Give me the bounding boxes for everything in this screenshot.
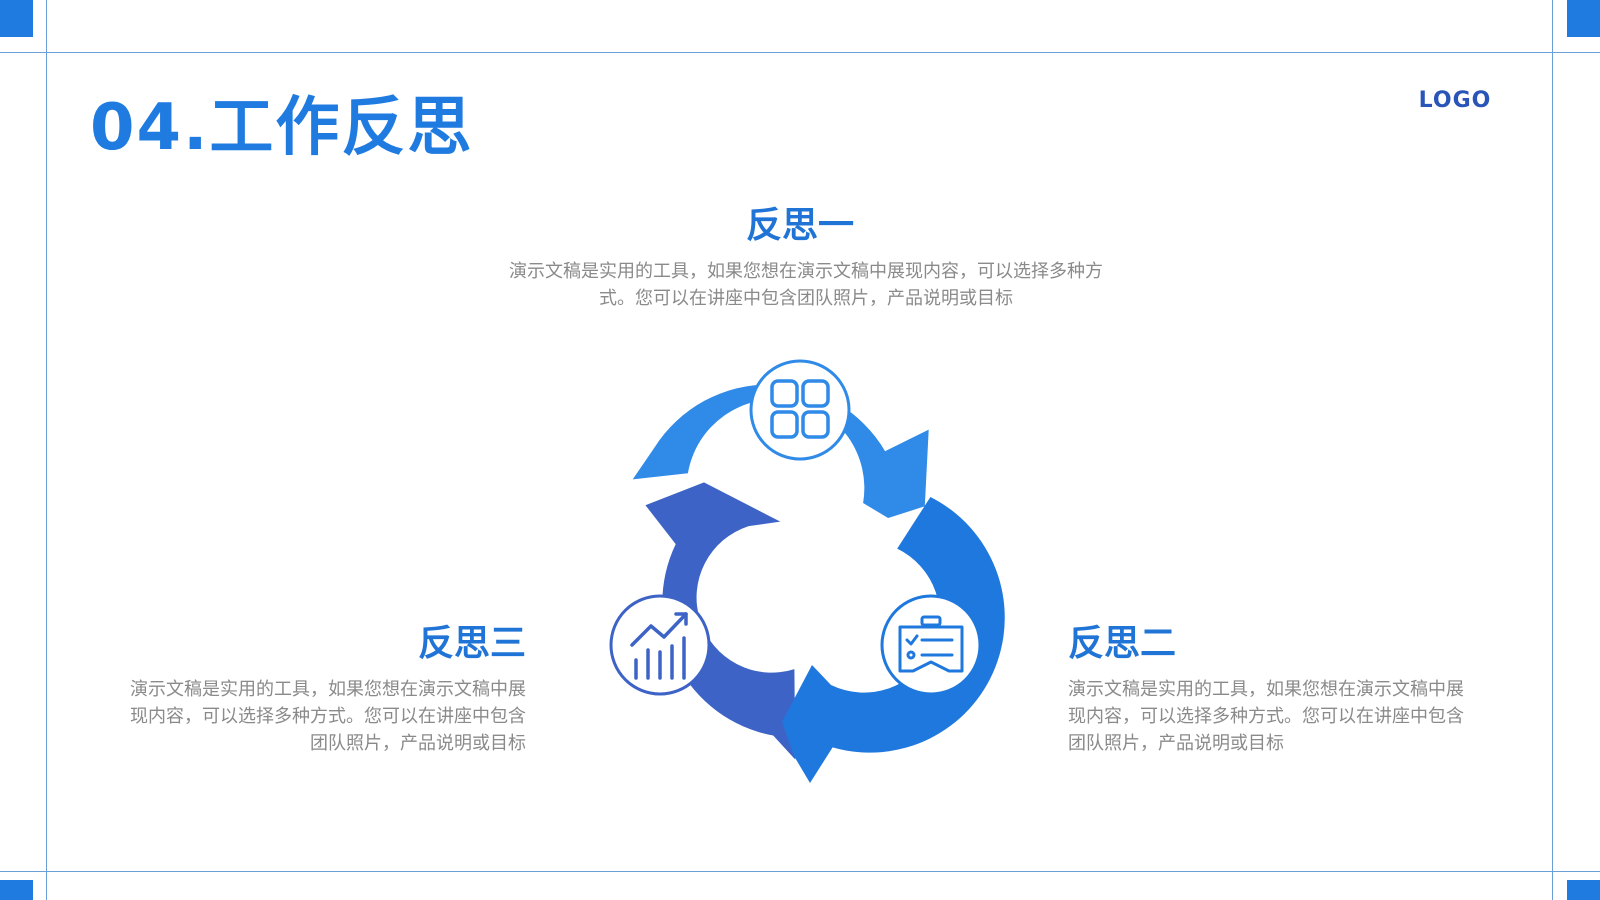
growth-chart-icon [630,612,688,680]
corner-square-top-right [1567,0,1600,37]
item-2-icon-badge [880,594,982,696]
frame-line-right [1552,0,1553,900]
frame-line-top [0,52,1600,53]
cycle-arrow-left [645,482,796,760]
item-2-text: 演示文稿是实用的工具，如果您想在演示文稿中展现内容，可以选择多种方式。您可以在讲… [1068,679,1464,754]
frame-line-bottom [0,871,1600,872]
page-title: 04.工作反思 [90,91,474,165]
cycle-arrow-right [782,497,1005,783]
cycle-diagram [609,359,1005,783]
corner-square-bottom-right [1567,880,1600,900]
frame-line-left [46,0,47,900]
cycle-arrow-top [632,384,929,518]
checklist-clipboard-icon [898,615,964,673]
corner-square-bottom-left [0,880,33,900]
item-2-heading: 反思二 [1068,623,1177,664]
item-1-heading: 反思一 [745,205,854,246]
corner-square-top-left [0,0,33,37]
grid-squares-icon [770,379,830,439]
item-1-text: 演示文稿是实用的工具，如果您想在演示文稿中展现内容，可以选择多种方式。您可以在讲… [509,261,1103,309]
item-3-heading: 反思三 [417,623,526,664]
logo: LOGO [1418,88,1492,113]
item-3-text: 演示文稿是实用的工具，如果您想在演示文稿中展现内容，可以选择多种方式。您可以在讲… [130,679,526,754]
item-3-icon-badge [609,594,711,696]
item-1-icon-badge [749,359,851,461]
